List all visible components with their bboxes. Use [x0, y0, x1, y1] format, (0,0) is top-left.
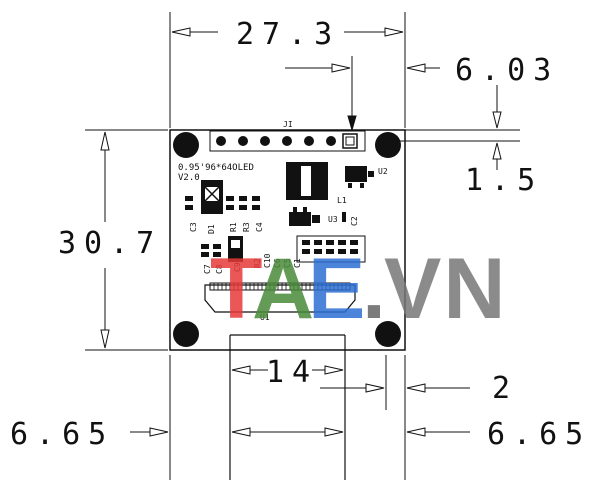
header-pin — [304, 136, 314, 146]
watermark-a: A — [252, 241, 316, 337]
pin-header — [209, 130, 366, 152]
dimension-right-top-offset — [285, 56, 440, 132]
capacitor-c7 — [201, 244, 209, 257]
label-c6: C6 — [273, 258, 282, 268]
label-d1: D1 — [207, 224, 216, 234]
label-l1: L1 — [337, 196, 347, 205]
header-pin-1-square — [342, 133, 358, 149]
dim-bottom-right-gap: 2 — [492, 371, 518, 406]
header-pin — [282, 136, 292, 146]
capacitor-bank — [302, 240, 358, 254]
dim-top-width: 27.3 — [236, 17, 340, 52]
header-pin — [326, 136, 336, 146]
label-c3: C3 — [189, 222, 198, 232]
dim-bottom-cable-width: 14 — [266, 355, 318, 390]
dim-left-height: 30.7 — [58, 226, 162, 261]
label-r2: R2 — [253, 258, 262, 268]
mounting-hole-top-right — [375, 132, 401, 158]
header-pin — [260, 136, 270, 146]
header-label: JI — [283, 120, 293, 129]
inductor-l1 — [286, 162, 328, 200]
capacitor-c4 — [252, 196, 260, 210]
dimension-bottom-right-gap — [320, 355, 470, 480]
watermark-e: E — [308, 241, 367, 337]
dimension-top-width — [169, 12, 406, 128]
label-c1: C1 — [293, 258, 302, 268]
capacitor-c8 — [213, 244, 221, 257]
transistor-u3 — [289, 207, 320, 226]
dimension-right-pin-offset — [400, 85, 520, 170]
label-c7: C7 — [203, 264, 212, 274]
label-r1: R1 — [229, 222, 238, 232]
dimension-bottom-margins — [130, 355, 470, 480]
version-text: V2.0 — [178, 173, 200, 183]
capacitor-bank-outline — [296, 235, 366, 263]
board-outline — [169, 129, 406, 351]
label-c4: C4 — [255, 222, 264, 232]
header-pin — [238, 136, 248, 146]
dim-right-pin-offset: 1.5 — [465, 163, 543, 198]
model-text: 0.95'96*64OLED — [178, 163, 254, 173]
header-pin — [216, 136, 226, 146]
capacitor-c3 — [185, 196, 193, 201]
resistor-r3 — [239, 196, 247, 210]
label-c8: C8 — [215, 264, 224, 274]
dim-bottom-right-margin: 6.65 — [487, 417, 591, 452]
dim-bottom-left-margin: 6.65 — [10, 417, 114, 452]
dim-right-top-offset: 6.03 — [455, 53, 559, 88]
label-c10: C10 — [263, 253, 272, 268]
ribbon-cable — [229, 334, 346, 480]
mounting-hole-bottom-right — [375, 321, 401, 347]
mounting-hole-top-left — [173, 132, 199, 158]
dimension-bottom-cable-width — [231, 365, 344, 375]
label-c2: C2 — [350, 216, 359, 226]
mounting-hole-bottom-left — [173, 321, 199, 347]
watermark-vn: VN — [384, 241, 507, 337]
watermark: T A E . VN — [210, 241, 507, 337]
label-c5: C5 — [283, 258, 292, 268]
regulator-u2 — [345, 166, 374, 188]
label-u2: U2 — [378, 167, 388, 176]
watermark-dot: . — [362, 241, 388, 337]
label-u3: U3 — [328, 215, 338, 224]
resistor-r1 — [226, 196, 234, 210]
dimension-left-height — [85, 129, 168, 351]
watermark-t: T — [210, 241, 265, 337]
label-u1: U1 — [260, 313, 270, 322]
label-r3: R3 — [242, 222, 251, 232]
label-c9: C9 — [233, 262, 242, 272]
flex-connector-u1 — [204, 282, 356, 313]
capacitor-c2 — [342, 212, 346, 222]
